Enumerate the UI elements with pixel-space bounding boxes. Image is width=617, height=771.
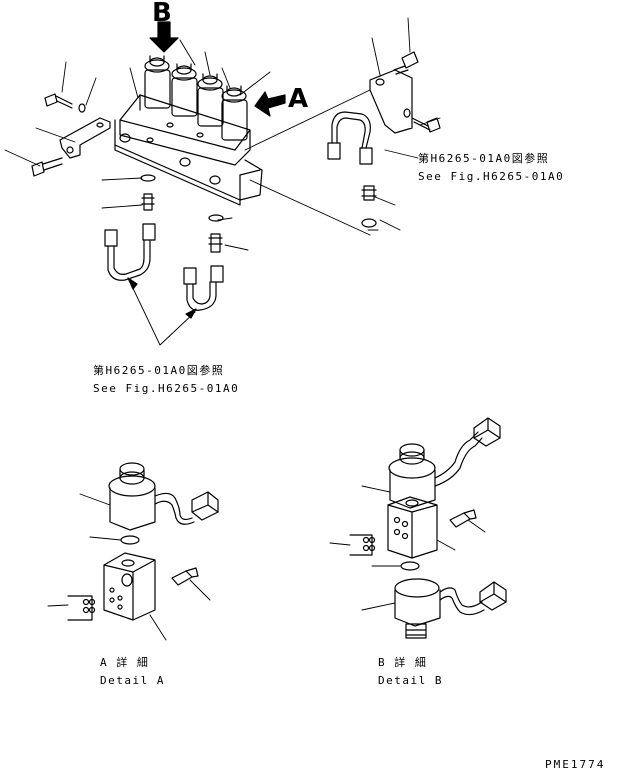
view-label-a: A [288,84,309,114]
detail-a-title-en: Detail A [100,674,165,687]
reference-right-en: See Fig.H6265-01A0 [418,170,565,183]
view-arrow-b [150,22,178,52]
bolts-left [32,94,85,176]
detail-a-leaders [48,494,210,640]
detail-b-solenoid-upper [389,418,500,508]
leader-arrows-bottom [128,278,196,345]
reference-bottom-en: See Fig.H6265-01A0 [93,382,240,395]
bolts-right [394,52,440,132]
fittings-main-left [141,175,223,252]
detail-b-oring [401,562,419,570]
detail-b-title-jp: B 詳 細 [378,656,428,669]
detail-b-solenoid-lower [395,579,506,638]
detail-a-gasket [68,596,95,620]
valve-manifold-block [115,95,262,205]
detail-b-plug [450,510,476,527]
reference-bottom-jp: 第H6265-01A0図参照 [93,364,225,377]
drawing-code: PME1774 [545,758,606,771]
detail-b-leaders [330,486,485,610]
detail-b-title-en: Detail B [378,674,443,687]
mounting-bracket-left [60,118,110,158]
tubes-main [105,224,223,310]
view-label-b: B [152,0,172,28]
view-arrow-a [255,92,285,116]
detail-a-solenoid [109,463,218,530]
mounting-bracket-right [370,70,412,133]
detail-a-title-jp: A 詳 細 [100,656,150,669]
detail-a-oring [121,536,139,544]
detail-b-gasket [350,535,375,555]
tube-right [328,112,376,227]
reference-right-jp: 第H6265-01A0図参照 [418,152,550,165]
solenoid-valves [145,56,247,140]
detail-b-valve-block [388,497,437,558]
leader-lines-main [5,18,440,250]
detail-a-valve-block [104,553,155,620]
detail-a-plug [172,568,198,585]
